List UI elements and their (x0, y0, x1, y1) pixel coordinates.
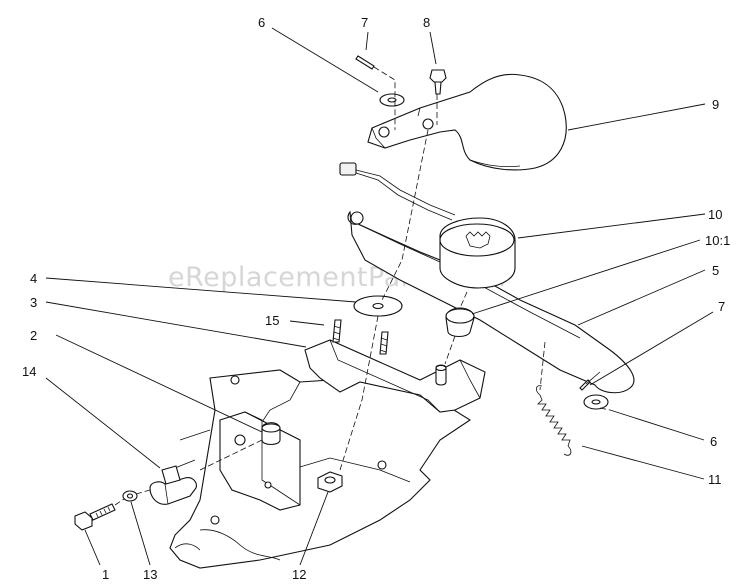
callout-14: 14 (22, 364, 37, 379)
leader-lines (45, 27, 714, 566)
roll-pins (332, 319, 389, 355)
nut-12 (317, 471, 343, 493)
callout-12: 12 (292, 567, 307, 582)
assembly-centerlines (114, 94, 611, 506)
callout-7-right: 7 (718, 299, 726, 314)
callout-15: 15 (265, 313, 280, 328)
washer-4 (353, 295, 403, 317)
callout-13: 13 (143, 567, 158, 582)
plate-assembly (367, 73, 567, 171)
cotter-pin-top (355, 55, 396, 130)
bolt-1 (74, 503, 116, 531)
hub-assembly (439, 217, 516, 289)
callout-2: 2 (30, 328, 38, 343)
spring-11 (536, 385, 572, 456)
washer-13 (122, 490, 138, 502)
clamp-14 (149, 465, 197, 505)
callout-1: 1 (102, 567, 110, 582)
callout-6-top: 6 (258, 15, 266, 30)
callout-5: 5 (712, 263, 720, 278)
pivot-stud (435, 364, 447, 386)
switch-harness (339, 162, 635, 394)
bushing (445, 307, 475, 338)
callout-10: 10 (708, 207, 723, 222)
callout-7-top: 7 (361, 15, 369, 30)
callout-11: 11 (708, 472, 722, 487)
callout-10-1: 10:1 (705, 233, 731, 248)
bushing-2 (261, 422, 281, 446)
cotter-pin-right (579, 371, 601, 391)
callout-9: 9 (712, 97, 720, 112)
callout-8: 8 (423, 15, 431, 30)
screw-8 (429, 69, 447, 95)
washer-6-right (583, 394, 609, 410)
callout-6-right: 6 (710, 434, 718, 449)
callout-3: 3 (30, 295, 38, 310)
washer-6-top (379, 93, 405, 107)
callout-4: 4 (30, 271, 38, 286)
